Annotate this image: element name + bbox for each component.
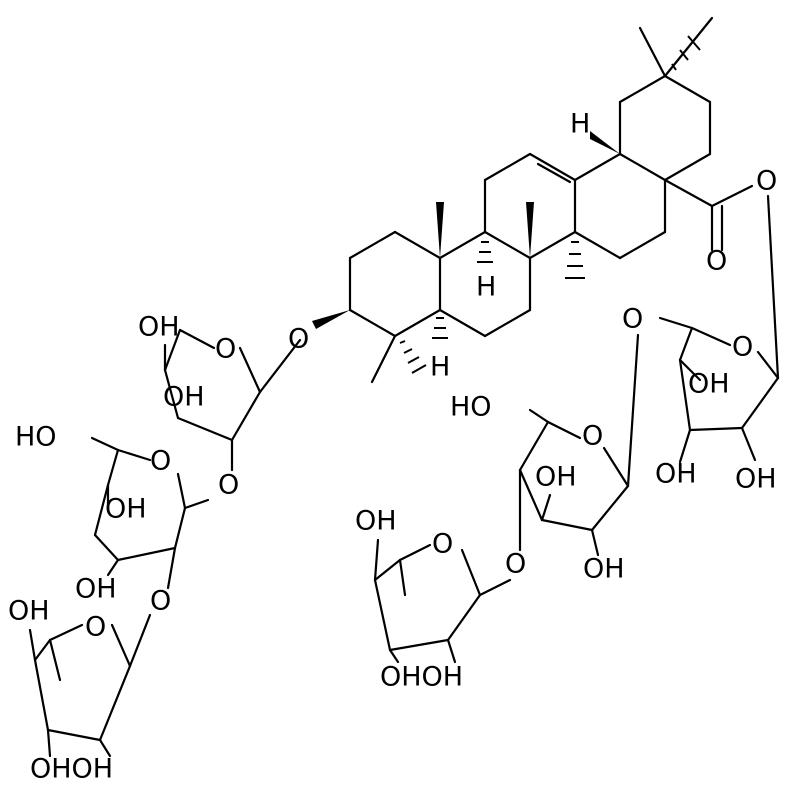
atom-h-c9: H (476, 272, 496, 303)
atom-labels: H H H O O O O OH OH O HO O OH OH O OH O … (8, 109, 777, 785)
atom-oh-rha2-4: OH (355, 506, 397, 537)
atom-o-glc2-ring: O (582, 421, 603, 452)
atom-oh-ara-3: OH (163, 382, 205, 413)
atom-o-ester: O (756, 166, 777, 197)
c9-hash (477, 241, 493, 263)
atom-o-glc1-6: O (622, 304, 643, 335)
atom-oh-oh-rha: OHOH (30, 754, 113, 785)
atom-o-rha2-ring: O (432, 529, 453, 560)
atom-oh-rha-4: OH (8, 596, 50, 627)
atom-oh-glc1-3: OH (655, 459, 697, 490)
atom-h-c5: H (430, 352, 450, 383)
atom-o-glc-ring: O (150, 446, 171, 477)
atom-oh-glc2-2: OH (583, 554, 625, 585)
atom-o-rha-ring: O (85, 612, 106, 643)
atom-o-glc2-rha: O (505, 549, 526, 580)
atom-oh-oh-rha2: OHOH (380, 662, 463, 693)
atom-oh-glc-4: OH (105, 494, 147, 525)
atom-oh-glc1-2: OH (735, 464, 777, 495)
atom-ho-glc2-6: HO (450, 392, 492, 423)
aglycone-stereo (312, 35, 701, 374)
c4-hash (399, 340, 427, 374)
c14-hash (565, 241, 585, 279)
atom-o-glc1-ring: O (732, 332, 753, 363)
atom-o-ara-ring: O (215, 334, 236, 365)
atom-o-c3: O (288, 324, 309, 355)
atom-o-carbonyl: O (706, 246, 727, 277)
aglycone-bonds (348, 16, 754, 384)
sugar-chain-c28-bonds (373, 194, 780, 664)
atom-o-glc-rha: O (150, 586, 171, 617)
atom-oh-ara-4: OH (138, 312, 180, 343)
atom-h-c18: H (570, 109, 590, 140)
sugar-chain-c3-bonds (28, 328, 302, 758)
atom-oh-glc2-4: OH (535, 462, 577, 493)
atom-o-ara-glc: O (218, 470, 239, 501)
atom-oh-glc1-4: OH (688, 369, 730, 400)
gem-methyl-hash (671, 35, 701, 71)
atom-ho-glc-6: HO (15, 422, 57, 453)
c5-hash (432, 317, 448, 339)
atom-oh-glc-3: OH (75, 574, 117, 605)
